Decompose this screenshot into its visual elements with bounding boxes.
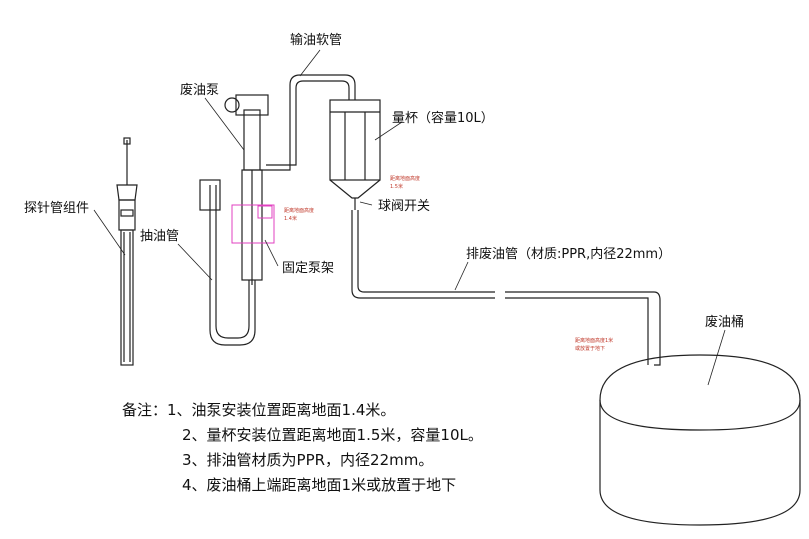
remark-2: 2、量杯安装位置距离地面1.5米，容量10L。 [182, 426, 483, 444]
label-probe-assembly: 探针管组件 [24, 201, 89, 216]
label-pump-bracket: 固定泵架 [282, 261, 334, 276]
cup-height-value: 1.5米 [390, 183, 403, 190]
suction-tube [199, 179, 256, 346]
remark-4: 4、废油桶上端距离地面1米或放置于地下 [182, 476, 457, 494]
label-suction-tube: 抽油管 [140, 229, 179, 244]
label-measuring-cup: 量杯（容量10L） [392, 110, 494, 126]
oil-hose [260, 74, 356, 171]
pump-height-value: 1.4米 [284, 215, 297, 222]
probe-assembly [116, 137, 138, 366]
waste-oil-pump [224, 94, 269, 285]
remarks-prefix: 备注： [122, 401, 168, 419]
pump-bracket [231, 204, 275, 244]
cup-height-note: 距离地面高度 [390, 175, 420, 182]
label-waste-oil-pump: 废油泵 [180, 82, 219, 98]
remark-1: 备注：1、油泵安装位置距离地面1.4米。 [122, 401, 396, 419]
label-drain-pipe: 排废油管（材质:PPR,内径22mm） [466, 246, 671, 262]
measuring-cup [329, 99, 381, 210]
label-waste-oil-barrel: 废油桶 [705, 314, 744, 330]
label-ball-valve: 球阀开关 [378, 199, 430, 214]
remark-3: 3、排油管材质为PPR，内径22mm。 [182, 451, 434, 469]
drain-pipe [351, 210, 661, 366]
waste-oil-barrel [599, 354, 801, 526]
remarks-block: 备注：1、油泵安装位置距离地面1.4米。 2、量杯安装位置距离地面1.5米，容量… [122, 398, 483, 498]
barrel-height-value: 或放置于地下 [575, 345, 605, 352]
pump-height-note: 距离地面高度 [284, 207, 314, 214]
label-oil-hose: 输油软管 [290, 32, 342, 48]
barrel-height-note: 距离地面高度1米 [575, 337, 613, 344]
